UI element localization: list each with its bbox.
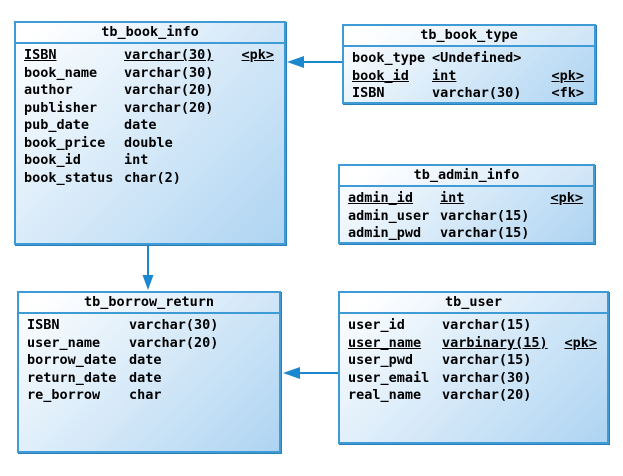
table-tb_book_type[interactable]: tb_book_type book_type <Undefined> book_id i… bbox=[342, 24, 596, 104]
column-type: varchar(30) bbox=[124, 64, 214, 81]
table-columns: book_type <Undefined> book_id int <pk> ISBN va… bbox=[344, 47, 594, 103]
column-name: admin_id bbox=[348, 190, 414, 206]
table-title: tb_admin_info bbox=[340, 166, 593, 187]
arrow-tb_user-to-tb_borrow_return[interactable] bbox=[283, 367, 338, 379]
column-key: <pk> bbox=[241, 47, 274, 63]
column-name: user_email bbox=[348, 369, 430, 386]
column-name: book_type bbox=[352, 50, 426, 66]
column-type: varchar(30) bbox=[124, 47, 214, 63]
column-row: user_name varchar(20) bbox=[27, 335, 269, 353]
column-name: book_price bbox=[24, 134, 106, 151]
column-key: <fk> bbox=[551, 85, 584, 101]
column-name: pub_date bbox=[24, 117, 90, 133]
column-type: double bbox=[124, 134, 173, 151]
column-type: char bbox=[129, 387, 162, 403]
column-type: int bbox=[124, 152, 149, 168]
table-title: tb_borrow_return bbox=[19, 293, 279, 314]
column-row: publisher varchar(20) bbox=[24, 100, 274, 118]
column-name: user_name bbox=[27, 334, 101, 351]
column-name: ISBN bbox=[27, 317, 60, 333]
column-name: real_name bbox=[348, 387, 422, 403]
column-type: varchar(30) bbox=[129, 317, 219, 333]
column-name: book_id bbox=[24, 152, 81, 168]
column-type: date bbox=[129, 352, 162, 368]
column-row: book_type <Undefined> bbox=[352, 50, 584, 68]
column-type: varchar(20) bbox=[124, 82, 214, 98]
column-type: varchar(30) bbox=[432, 85, 522, 101]
column-name: admin_pwd bbox=[348, 225, 422, 241]
column-type: <Undefined> bbox=[432, 50, 522, 66]
arrow-tb_book_info-to-tb_borrow_return[interactable] bbox=[142, 245, 154, 290]
table-tb_user[interactable]: tb_user user_id varchar(15) user_name varbin… bbox=[338, 291, 609, 444]
column-row: admin_id int <pk> bbox=[348, 190, 583, 208]
column-row: ISBN varchar(30) <fk> bbox=[352, 85, 584, 103]
column-row: book_status char(2) bbox=[24, 170, 274, 188]
column-type: varbinary(15) bbox=[442, 334, 548, 351]
column-row: ISBN varchar(30) bbox=[27, 317, 269, 335]
column-name: book_name bbox=[24, 64, 98, 81]
column-row: user_pwd varchar(15) bbox=[348, 352, 597, 370]
column-type: date bbox=[124, 117, 157, 133]
column-row: book_id int <pk> bbox=[352, 68, 584, 86]
column-key: <pk> bbox=[564, 334, 597, 351]
column-type: int bbox=[440, 190, 465, 206]
column-type: int bbox=[432, 67, 457, 84]
column-name: book_status bbox=[24, 169, 114, 186]
column-type: date bbox=[129, 369, 162, 386]
column-row: book_name varchar(30) bbox=[24, 65, 274, 83]
column-name: re_borrow bbox=[27, 387, 101, 403]
column-name: ISBN bbox=[24, 47, 57, 63]
column-name: borrow_date bbox=[27, 352, 117, 368]
column-row: user_name varbinary(15) <pk> bbox=[348, 335, 597, 353]
column-type: varchar(30) bbox=[442, 369, 532, 386]
column-row: ISBN varchar(30) <pk> bbox=[24, 47, 274, 65]
column-name: author bbox=[24, 82, 73, 98]
column-row: author varchar(20) bbox=[24, 82, 274, 100]
table-title: tb_book_info bbox=[16, 23, 284, 44]
column-type: varchar(20) bbox=[442, 387, 532, 403]
column-row: user_id varchar(15) bbox=[348, 317, 597, 335]
table-title: tb_user bbox=[340, 293, 607, 314]
column-row: re_borrow char bbox=[27, 387, 269, 405]
column-type: varchar(15) bbox=[442, 317, 532, 333]
column-name: user_id bbox=[348, 317, 405, 333]
column-row: user_email varchar(30) bbox=[348, 370, 597, 388]
column-name: user_name bbox=[348, 334, 422, 351]
column-name: return_date bbox=[27, 369, 117, 386]
column-key: <pk> bbox=[551, 67, 584, 84]
column-row: return_date date bbox=[27, 370, 269, 388]
column-type: char(2) bbox=[124, 169, 181, 186]
column-type: varchar(15) bbox=[440, 207, 530, 224]
column-type: varchar(20) bbox=[124, 99, 214, 116]
column-row: borrow_date date bbox=[27, 352, 269, 370]
column-row: pub_date date bbox=[24, 117, 274, 135]
column-row: book_price double bbox=[24, 135, 274, 153]
column-row: book_id int bbox=[24, 152, 274, 170]
column-type: varchar(15) bbox=[442, 352, 532, 368]
column-name: ISBN bbox=[352, 85, 385, 101]
table-title: tb_book_type bbox=[344, 26, 594, 47]
column-row: real_name varchar(20) bbox=[348, 387, 597, 405]
table-columns: user_id varchar(15) user_name varbinary(15)… bbox=[340, 314, 607, 405]
arrow-tb_book_type-to-tb_book_info[interactable] bbox=[287, 56, 342, 68]
column-name: admin_user bbox=[348, 207, 430, 224]
column-name: book_id bbox=[352, 67, 409, 84]
column-type: varchar(20) bbox=[129, 334, 219, 351]
column-name: user_pwd bbox=[348, 352, 414, 368]
column-row: admin_pwd varchar(15) bbox=[348, 225, 583, 243]
column-key: <pk> bbox=[550, 190, 583, 206]
column-type: varchar(15) bbox=[440, 225, 530, 241]
column-name: publisher bbox=[24, 99, 98, 116]
column-row: admin_user varchar(15) bbox=[348, 208, 583, 226]
